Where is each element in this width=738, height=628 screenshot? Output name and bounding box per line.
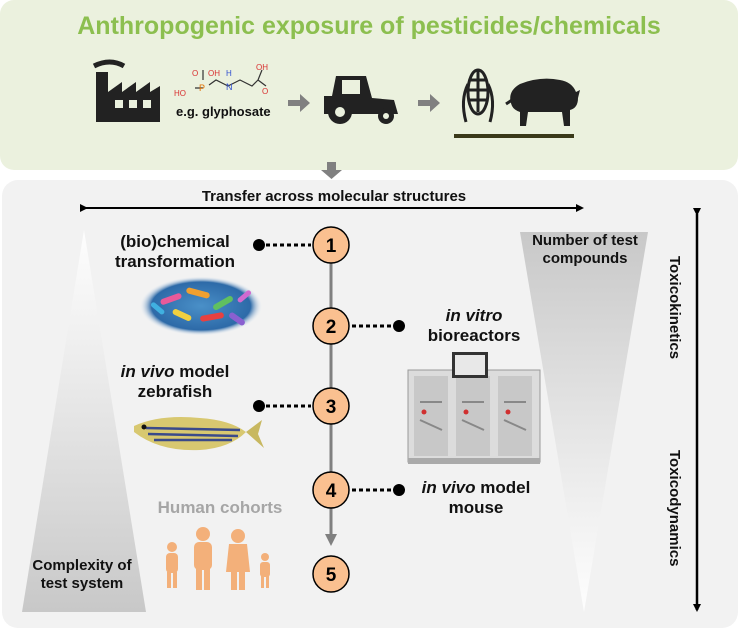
step-5: 5 — [312, 555, 350, 593]
complexity-triangle — [22, 230, 146, 612]
step-2-label: in vitro bioreactors — [412, 306, 536, 347]
step-2-italic: in vitro — [445, 306, 503, 325]
bioreactor-image — [407, 352, 541, 464]
tractor-icon — [324, 76, 398, 124]
step-4-number: 4 — [326, 481, 337, 502]
atom-p: P — [199, 83, 205, 93]
ground-line — [454, 134, 574, 138]
exposure-panel — [0, 0, 738, 170]
step-3-line-2: zebrafish — [137, 382, 213, 402]
atom-o2: O — [262, 87, 268, 96]
bacteria-image — [139, 276, 263, 336]
step-1-label: (bio)chemical transformation — [100, 232, 250, 273]
zebrafish-image — [134, 417, 264, 451]
arrow-1-icon — [288, 94, 310, 112]
step-3: 3 — [312, 387, 350, 425]
arrow-2-icon — [418, 94, 440, 112]
toxicodynamics-label: Toxicodynamics — [666, 450, 683, 567]
step-4-italic: in vivo — [421, 478, 476, 497]
step-4-rest: model — [475, 478, 531, 497]
step-4: 4 — [312, 471, 350, 509]
complexity-label: Complexity of test system — [20, 557, 144, 593]
step-3-rest: model — [174, 362, 230, 381]
factory-icon — [92, 59, 160, 122]
step-2-number: 2 — [326, 317, 337, 338]
pig-icon — [505, 78, 580, 126]
step-2-line-2: bioreactors — [427, 326, 521, 346]
step-1-line-2: transformation — [115, 252, 235, 272]
atom-h: H — [226, 69, 232, 78]
step-1-number: 1 — [326, 236, 337, 257]
connectors — [253, 239, 405, 496]
atom-o: O — [192, 69, 198, 78]
glyphosate-label: e.g. glyphosate — [176, 104, 271, 119]
corn-icon — [461, 68, 495, 123]
glyphosate-molecule: HO P O OH H N OH O — [174, 63, 268, 98]
step-3-number: 3 — [326, 397, 337, 418]
step-3-label: in vivo model zebrafish — [100, 362, 250, 403]
exposure-title: Anthropogenic exposure of pesticides/che… — [77, 12, 661, 40]
down-arrow-icon — [321, 162, 342, 179]
step-4-label: in vivo model mouse — [404, 478, 548, 519]
step-3-italic: in vivo — [120, 362, 175, 381]
step-5-number: 5 — [326, 565, 337, 586]
atom-ho: HO — [174, 89, 186, 98]
step-2: 2 — [312, 307, 350, 345]
step-1: 1 — [312, 226, 350, 264]
atom-n: N — [226, 82, 233, 92]
step-4-line-2: mouse — [448, 498, 504, 518]
toxicokinetics-label: Toxicokinetics — [666, 256, 683, 360]
complexity-label-line-2: test system — [40, 575, 124, 592]
compounds-triangle — [520, 232, 648, 612]
number-of-compounds-label: Number of test compounds — [520, 232, 650, 268]
atom-oh: OH — [208, 69, 220, 78]
complexity-label-line-1: Complexity of — [32, 557, 132, 574]
transfer-label: Transfer across molecular structures — [201, 188, 467, 205]
number-label-line-2: compounds — [542, 250, 628, 267]
human-cohorts-label: Human cohorts — [157, 498, 283, 517]
atom-oh2: OH — [256, 63, 268, 72]
human-figures-icon — [166, 527, 270, 590]
step-1-line-1: (bio)chemical — [120, 232, 230, 251]
number-label-line-1: Number of test — [532, 232, 638, 249]
